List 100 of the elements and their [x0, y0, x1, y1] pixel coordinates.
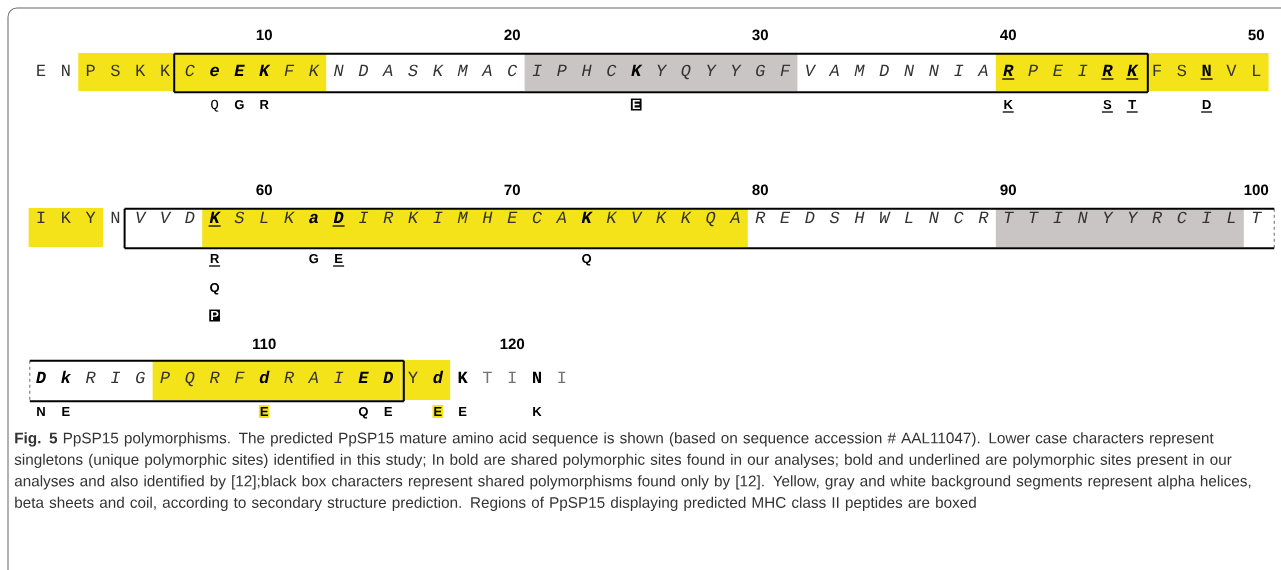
amino-acid-letter: N [1199, 64, 1214, 80]
amino-acid-letter: M [457, 64, 468, 76]
amino-acid-letter: Y [657, 64, 668, 76]
amino-acid-letter: P [1028, 64, 1038, 76]
amino-acid-letter: T [482, 371, 492, 383]
mhc-peptide-box [173, 52, 1149, 94]
amino-acid-letter: D [805, 211, 815, 223]
amino-acid-letter: S [1177, 64, 1187, 77]
amino-acid-letter: V [806, 64, 817, 76]
amino-acid-letter: S [110, 64, 120, 77]
amino-acid-letter: K [581, 211, 593, 223]
amino-acid-letter: E [37, 64, 46, 76]
variant-letter: E [459, 407, 467, 416]
amino-acid-letter: I [954, 64, 964, 76]
amino-acid-letter: I [111, 371, 121, 383]
amino-acid-letter: R [209, 371, 220, 383]
amino-acid-letter: a [309, 213, 318, 224]
amino-acid-letter: E [507, 211, 518, 223]
amino-acid-letter: S [829, 211, 840, 224]
amino-acid-letter: I [1202, 211, 1212, 223]
amino-acid-letter: Y [85, 211, 96, 223]
amino-acid-letter: W [880, 211, 891, 223]
amino-acid-letter: R [978, 211, 989, 223]
amino-acid-letter: R [85, 371, 96, 383]
amino-acid-letter: K [681, 211, 692, 223]
amino-acid-letter: I [1078, 64, 1088, 76]
amino-acid-letter: R [383, 211, 394, 223]
amino-acid-letter: A [382, 64, 393, 76]
amino-acid-letter: K [284, 211, 295, 223]
amino-acid-letter: S [234, 211, 245, 224]
amino-acid-letter: K [656, 211, 667, 223]
amino-acid-letter: Q [706, 211, 716, 227]
amino-acid-letter: K [259, 64, 271, 76]
amino-acid-letter: d [433, 370, 444, 384]
amino-acid-letter: H [582, 64, 592, 76]
amino-acid-letter: D [331, 211, 346, 227]
amino-acid-letter: I [37, 211, 45, 223]
variant-letter: T [1126, 100, 1139, 113]
variant-letter: K [1002, 100, 1015, 113]
amino-acid-letter: A [729, 211, 740, 223]
amino-acid-letter: K [408, 211, 419, 223]
amino-acid-letter: A [555, 211, 566, 223]
amino-acid-letter: E [780, 211, 791, 223]
amino-acid-letter: Y [1103, 211, 1114, 223]
amino-acid-letter: L [260, 211, 268, 223]
amino-acid-letter: E [234, 64, 245, 76]
variant-letter: S [1101, 99, 1114, 113]
amino-acid-letter: D [36, 371, 46, 383]
amino-acid-letter: R [1001, 64, 1015, 80]
amino-acid-letter: C [508, 64, 518, 77]
amino-acid-letter: C [185, 64, 195, 77]
variant-letter: E [332, 254, 345, 267]
amino-acid-letter: R [284, 371, 294, 383]
amino-acid-letter: C [532, 211, 542, 224]
amino-acid-letter: Y [731, 64, 742, 76]
variant-letter: E [432, 405, 444, 418]
amino-acid-letter: N [533, 371, 541, 383]
amino-acid-letter: V [1226, 64, 1237, 76]
amino-acid-letter: P [160, 371, 170, 383]
amino-acid-letter: T [1004, 211, 1014, 223]
amino-acid-letter: K [433, 64, 444, 76]
amino-acid-letter: N [62, 64, 70, 76]
amino-acid-letter: T [1029, 211, 1039, 223]
amino-acid-letter: S [408, 64, 418, 77]
amino-acid-letter: d [259, 370, 270, 384]
amino-acid-letter: F [284, 64, 295, 76]
amino-acid-letter: Q [185, 371, 195, 387]
amino-acid-letter: I [359, 211, 369, 223]
amino-acid-letter: Q [681, 64, 691, 80]
amino-acid-letter: P [86, 64, 95, 76]
amino-acid-letter: A [828, 64, 839, 76]
amino-acid-letter: A [977, 64, 988, 76]
amino-acid-letter: D [383, 371, 394, 383]
variant-letter: R [208, 254, 221, 267]
amino-acid-letter: K [207, 211, 222, 227]
amino-acid-letter: R [755, 211, 766, 223]
amino-acid-letter: P [557, 64, 567, 76]
amino-acid-letter: K [136, 64, 146, 76]
variant-letter: P [209, 309, 220, 322]
amino-acid-letter: C [1177, 211, 1187, 224]
amino-acid-letter: N [334, 64, 344, 76]
amino-acid-letter: L [1253, 64, 1261, 76]
amino-acid-letter: N [929, 211, 939, 223]
amino-acid-letter: G [756, 64, 766, 77]
amino-acid-letter: E [358, 371, 369, 383]
amino-acid-letter: Y [1128, 211, 1139, 223]
amino-acid-letter: A [481, 64, 492, 76]
amino-acid-letter: I [334, 371, 344, 383]
amino-acid-letter: K [458, 371, 468, 383]
amino-acid-letter: V [136, 211, 147, 223]
amino-acid-letter: L [1227, 211, 1235, 223]
amino-acid-letter: N [904, 64, 915, 76]
amino-acid-letter: C [954, 211, 964, 224]
amino-acid-letter: e [210, 66, 219, 77]
amino-acid-letter: G [136, 371, 146, 384]
amino-acid-letter: K [62, 211, 71, 223]
variant-letter: D [1200, 100, 1213, 113]
figure-caption: Fig. 5 PpSP15 polymorphisms. The predicted PpSP15 mature amino acid sequence is shown (based on sequence accession # AAL11047). Lower case characters represent singletons (unique polymorphic sites) identified in this study; In bold are shared polymorphic sites found in our analyses; bold and underlined are polymorphic sites present in our analyses and also identified by [12];black box characters represent shared polymorphisms found only by [12]. Yellow, gray and white background segments represent alpha helices, beta sheets and coil, according to secondary structure prediction. Regions of PpSP15 displaying predicted MHC class II peptides are boxed [14, 432, 1251, 511]
amino-acid-letter: K [631, 64, 643, 76]
amino-acid-letter: M [854, 64, 865, 76]
